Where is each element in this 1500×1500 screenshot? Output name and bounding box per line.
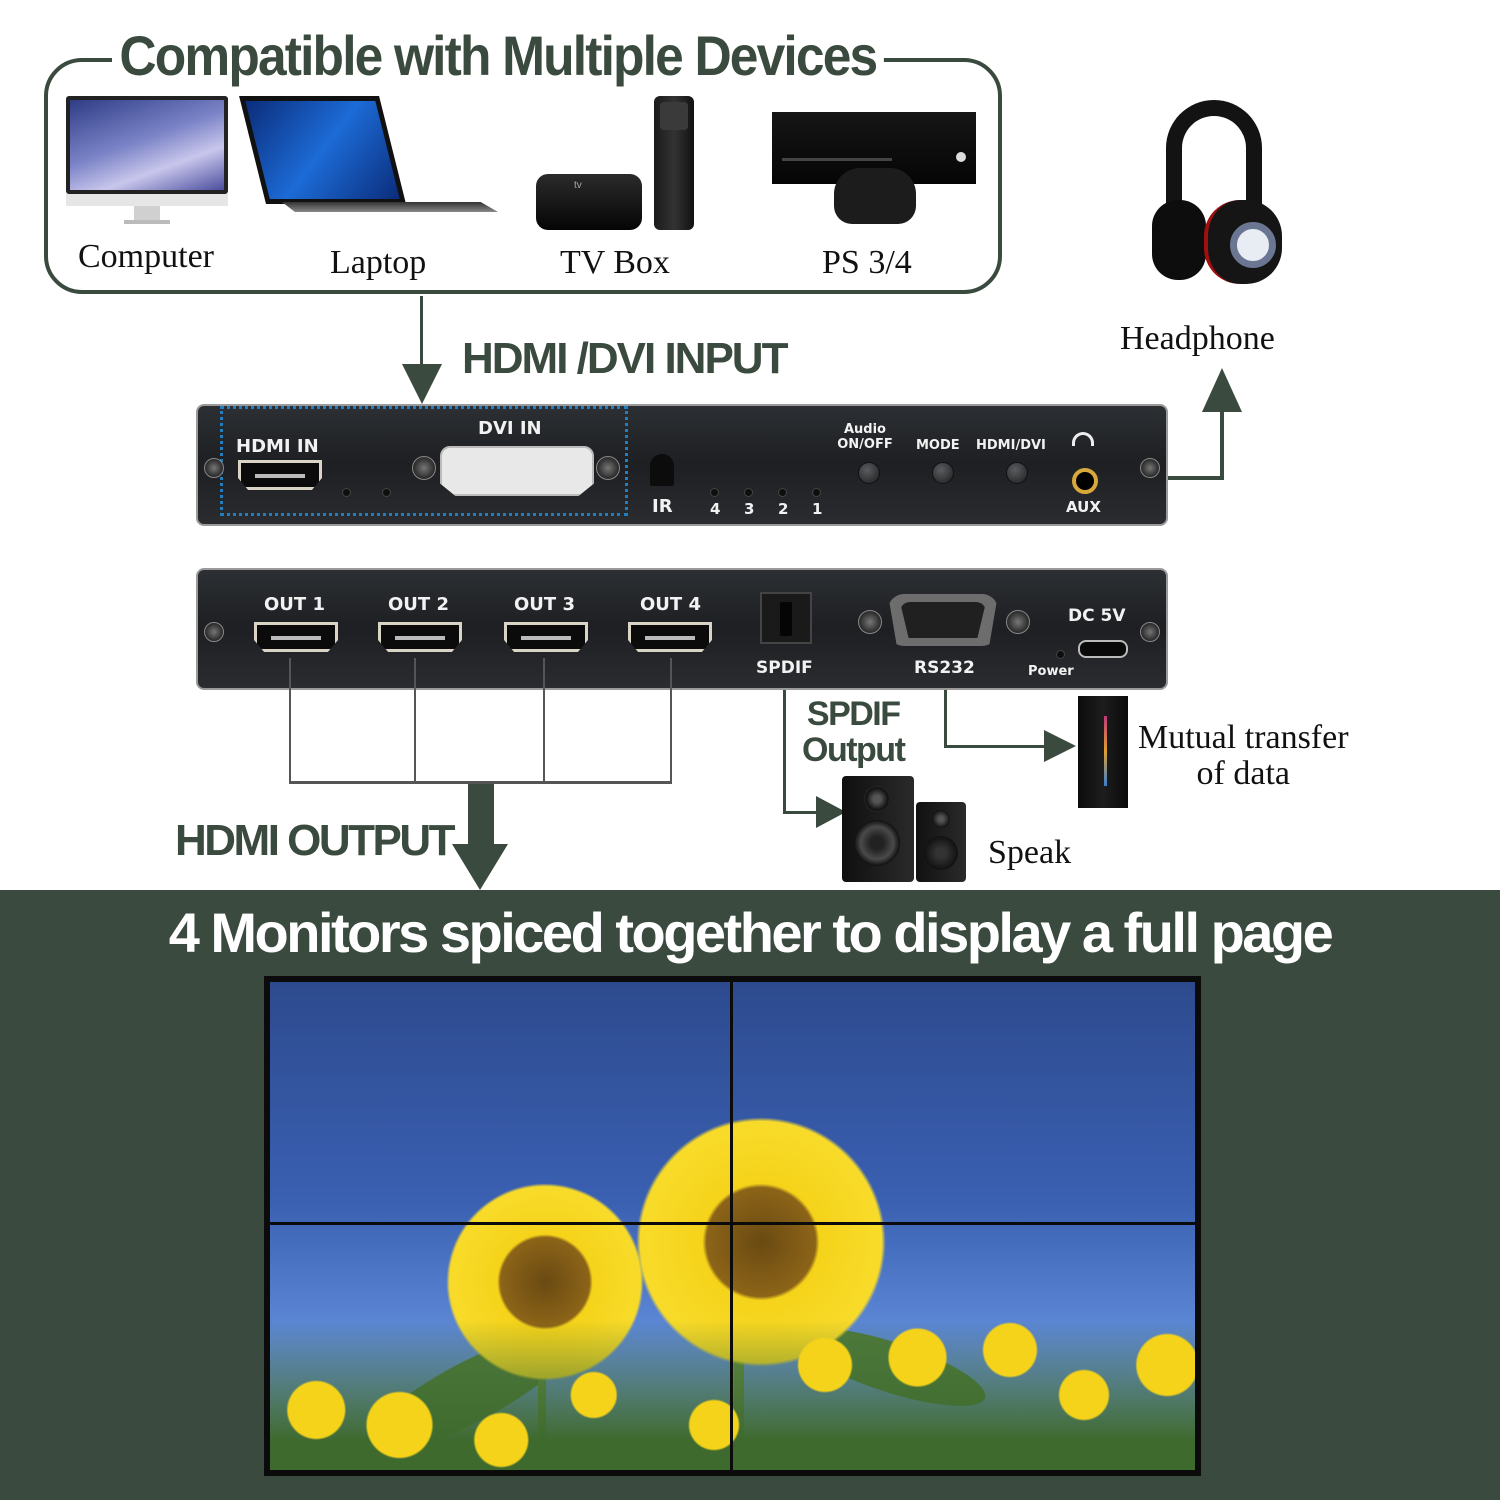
mode-button[interactable] [932,462,954,484]
out2-line [414,658,416,782]
out4-port[interactable] [628,622,712,652]
bezel-vertical [730,982,733,1470]
dvi-screw-left [412,456,436,480]
pc-tower-icon [1078,696,1128,808]
dc-label: DC 5V [1068,606,1126,626]
video-wall [264,976,1201,1476]
back-screw-right [1140,622,1160,642]
dvi-screw-right [596,456,620,480]
source-select-button[interactable] [1006,462,1028,484]
audio-button-label: Audio ON/OFF [834,422,896,452]
headphone-arrow-v [1220,400,1224,480]
front-panel: HDMI IN DVI IN IR 4 3 2 1 Audio ON/OFF M… [196,404,1168,526]
out3-label: OUT 3 [514,594,575,615]
device-label-ps: PS 3/4 [822,244,912,281]
output-bus-line [289,781,672,784]
laptop-icon [239,96,500,220]
rs232-line-v [944,690,947,748]
audio-label-line1: Audio [843,422,886,437]
headphone-arrow-head [1202,368,1242,412]
spdif-line-v [783,690,786,814]
spdif-port[interactable] [760,592,812,644]
pc-arrow-head [1044,730,1076,762]
dvi-in-label: DVI IN [478,418,542,439]
hdmi-in-label: HDMI IN [236,436,319,457]
spdif-output-label: SPDIF Output [802,695,906,769]
audio-toggle-button[interactable] [858,462,880,484]
hdmi-in-port[interactable] [238,460,322,490]
out3-line [543,658,545,782]
speaker-label: Speak [988,834,1072,871]
device-label-laptop: Laptop [330,244,427,281]
data-transfer-line2: of data [1196,755,1290,792]
bezel-horizontal [270,1222,1195,1225]
mode-button-label: MODE [916,438,960,453]
led-label-1: 1 [812,500,823,518]
dvi-led [382,488,391,497]
back-panel: OUT 1 OUT 2 OUT 3 OUT 4 SPDIF RS232 DC 5… [196,568,1168,690]
data-transfer-label: Mutual transfer of data [1138,720,1349,792]
out2-port[interactable] [378,622,462,652]
rs232-screw-left [858,610,882,634]
spdif-line-h [783,811,823,814]
rs232-label: RS232 [914,658,975,678]
hdmi-led [342,488,351,497]
aux-label: AUX [1066,498,1101,516]
led-label-3: 3 [744,500,755,518]
speaker-arrow-head [816,796,846,828]
hdmi-output-arrow-head [452,844,508,890]
dvi-in-port[interactable] [440,446,594,496]
tv-box-icon: tv [536,96,696,232]
out4-label: OUT 4 [640,594,701,615]
power-led [1056,650,1065,659]
source-button-label: HDMI/DVI [976,438,1046,453]
out2-label: OUT 2 [388,594,449,615]
out1-line [289,658,291,782]
rs232-port[interactable] [888,594,998,646]
game-console-icon [772,112,978,226]
computer-icon [66,96,228,226]
ir-sensor [650,454,674,486]
out1-port[interactable] [254,622,338,652]
audio-label-line2: ON/OFF [837,437,893,452]
video-wall-image [270,982,1195,1470]
screw-left [204,458,224,478]
out4-line [670,658,672,782]
output-led-3 [744,488,753,497]
input-label: HDMI /DVI INPUT [462,334,788,383]
output-led-2 [778,488,787,497]
headphone-icon [1150,100,1282,284]
led-label-4: 4 [710,500,721,518]
led-label-2: 2 [778,500,789,518]
hdmi-output-arrow-shaft [468,784,494,848]
aux-jack[interactable] [1072,468,1098,494]
power-label: Power [1028,664,1074,679]
spdif-label: SPDIF [756,658,813,678]
rs232-screw-right [1006,610,1030,634]
input-arrow-head [402,364,442,404]
rs232-line-h [944,745,1050,748]
usb-c-power-port[interactable] [1078,640,1128,658]
output-led-1 [812,488,821,497]
screw-right [1140,458,1160,478]
page-title: Compatible with Multiple Devices [112,24,884,88]
device-label-tv-box: TV Box [560,244,670,281]
spdif-output-line2: Output [802,731,906,769]
input-arrow-line [420,296,423,376]
device-label-computer: Computer [78,238,214,275]
data-transfer-line1: Mutual transfer [1138,719,1349,756]
output-led-4 [710,488,719,497]
headphone-jack-icon [1072,432,1094,446]
back-screw-left [204,622,224,642]
spdif-output-line1: SPDIF [806,695,901,733]
headphone-label: Headphone [1120,320,1275,357]
speaker-icon [842,776,972,884]
out3-port[interactable] [504,622,588,652]
ir-label: IR [652,496,673,517]
video-wall-heading: 4 Monitors spiced together to display a … [168,901,1334,964]
out1-label: OUT 1 [264,594,325,615]
hdmi-output-label: HDMI OUTPUT [175,816,456,865]
